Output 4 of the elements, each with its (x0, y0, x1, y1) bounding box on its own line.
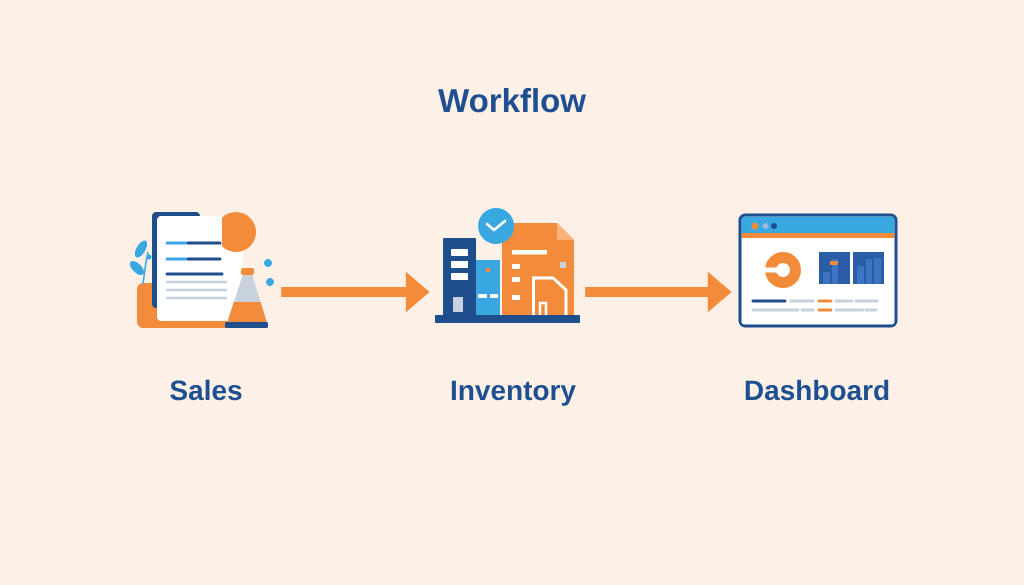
title: Workflow (438, 88, 587, 113)
node-label: Dashboard (745, 379, 889, 401)
node-label: Inventory (451, 380, 576, 406)
node-label: Sales (170, 379, 242, 401)
